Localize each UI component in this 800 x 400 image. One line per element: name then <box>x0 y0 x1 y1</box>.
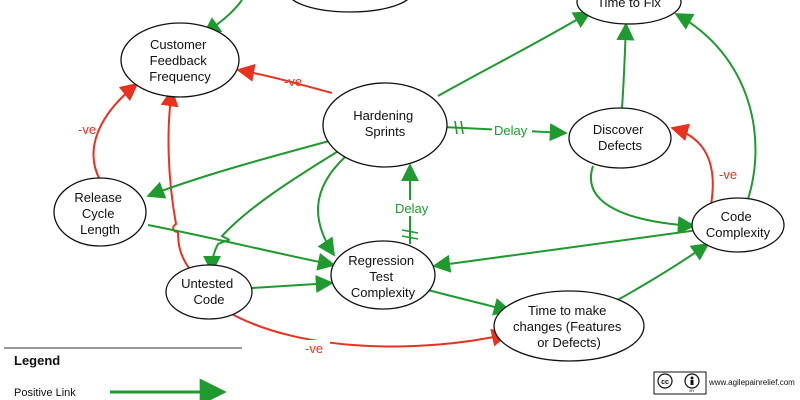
attribution-icon: BY <box>684 373 700 393</box>
node-label: Untested Code <box>181 276 237 307</box>
edge-discover-to-time-to-fix <box>616 22 635 109</box>
node-top-partial <box>292 0 408 13</box>
edge-label-hardening-to-discover: Delay <box>494 123 528 138</box>
node-label: Hardening Sprints <box>353 108 417 139</box>
edge-label-untested-to-time-to-make: -ve <box>305 341 323 356</box>
node-hardening-sprints: Hardening Sprints <box>322 82 448 168</box>
edge-label-code-complexity-to-discover: -ve <box>719 167 737 182</box>
edge-labels: -ve -ve Delay -ve Delay -ve <box>78 74 737 356</box>
node-customer-feedback-frequency: Customer Feedback Frequency <box>120 22 240 98</box>
edge-untested-to-customer-feedback <box>160 88 193 273</box>
node-untested-code: Untested Code <box>165 264 253 320</box>
edge-hardening-to-regression <box>316 156 346 257</box>
edge-hardening-to-time-to-fix <box>437 11 592 97</box>
nodes: Time to Fix Customer Feedback Frequency … <box>53 0 785 362</box>
edge-code-complexity-to-discover <box>670 123 714 211</box>
edge-release-to-regression <box>147 224 336 271</box>
node-time-to-fix: Time to Fix <box>576 0 682 25</box>
node-label: Customer Feedback Frequency <box>149 37 211 84</box>
node-regression-test-complexity: Regression Test Complexity <box>330 240 436 310</box>
delay-mark-hardening-to-discover <box>454 120 464 135</box>
edge-regression-to-time-to-make <box>427 289 512 316</box>
node-code-complexity: Code Complexity <box>691 197 785 253</box>
creative-commons-icon: cc <box>657 373 673 389</box>
edge-discover-to-code-complexity <box>590 165 696 234</box>
edge-hardening-to-untested <box>203 149 341 274</box>
edge-code-complexity-to-time-to-fix <box>674 13 757 203</box>
website-url: www.agilepainrelief.com <box>708 378 795 387</box>
edge-label-release-to-customer-feedback: -ve <box>78 122 96 137</box>
edge-label-regression-to-hardening: Delay <box>395 201 429 216</box>
license-badge: cc BY www.agilepainrelief.com <box>653 371 795 395</box>
edge-hardening-to-customer-feedback <box>236 63 333 94</box>
edge-release-to-customer-feedback <box>92 82 139 181</box>
legend: Legend Positive Link <box>4 347 242 400</box>
edge-untested-to-regression <box>251 275 334 293</box>
edge-code-complexity-to-regression <box>432 229 699 273</box>
node-time-to-make-changes: Time to make changes (Features or Defect… <box>493 290 645 362</box>
node-release-cycle-length: Release Cycle Length <box>53 177 147 247</box>
edge-hardening-to-release <box>146 139 334 199</box>
legend-positive-label: Positive Link <box>14 387 76 399</box>
node-label: Regression Test Complexity <box>348 253 417 300</box>
delay-mark-regression-to-hardening <box>401 229 419 240</box>
svg-text:cc: cc <box>661 379 669 386</box>
edge-label-hardening-to-customer-feedback: -ve <box>284 74 302 89</box>
node-discover-defects: Discover Defects <box>568 107 672 169</box>
node-label: Release Cycle Length <box>74 190 125 237</box>
node-label: Time to make changes (Features or Defect… <box>513 303 625 350</box>
edge-untested-to-time-to-make <box>229 312 510 348</box>
edge-time-to-make-to-code-complexity <box>613 242 710 303</box>
node-label: Discover Defects <box>593 122 647 153</box>
delay-marks <box>401 120 464 240</box>
node-label: Code Complexity <box>706 209 771 240</box>
svg-text:BY: BY <box>689 388 695 393</box>
legend-title: Legend <box>14 353 60 368</box>
node-label: Time to Fix <box>597 0 661 10</box>
